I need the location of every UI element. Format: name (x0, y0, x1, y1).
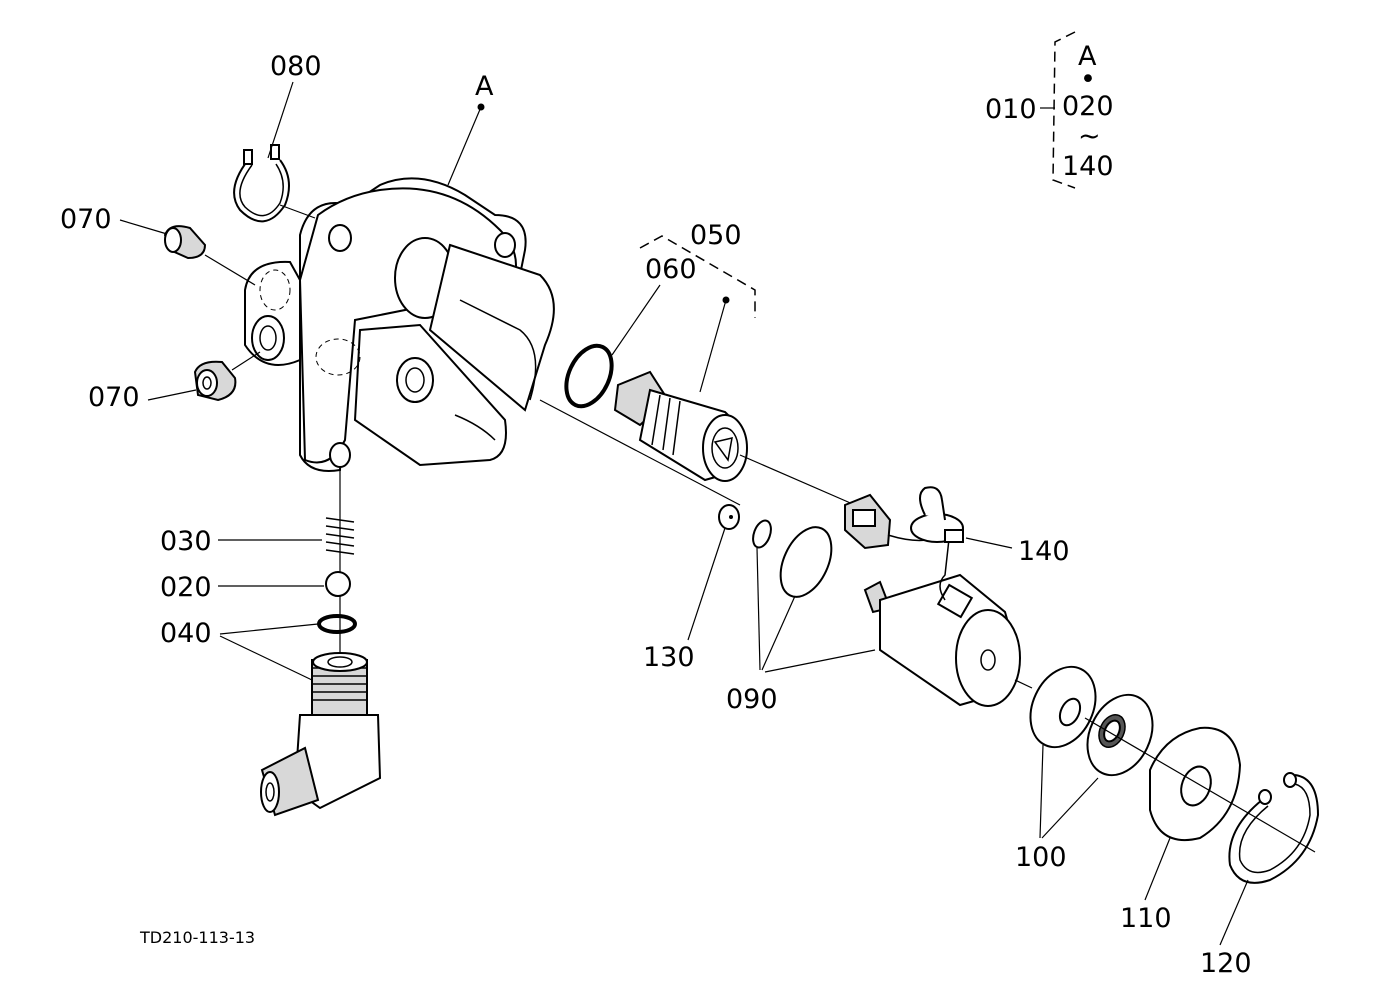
label-part-070-bottom: 070 (88, 382, 140, 413)
label-assembly-a: A (475, 71, 494, 102)
legend-from: 020 (1062, 91, 1114, 122)
part-130-disc (718, 504, 740, 530)
part-070-plug-top (163, 225, 207, 260)
part-080-snap-ring (233, 144, 290, 223)
part-090-o-ring-small (752, 519, 772, 549)
legend-to: 140 (1062, 151, 1114, 182)
elbow-fitting (260, 652, 382, 817)
drawing-code: TD210-113-13 (139, 928, 255, 947)
label-part-020: 020 (160, 572, 212, 603)
part-020-ball (325, 571, 351, 597)
label-part-060: 060 (645, 254, 697, 285)
label-part-100: 100 (1015, 842, 1067, 873)
label-part-050: 050 (690, 220, 742, 251)
part-070-plug-bottom (193, 360, 237, 402)
label-part-080: 080 (270, 51, 322, 82)
legend-tilde: ~ (1078, 121, 1101, 152)
legend-dot: • (1080, 64, 1096, 95)
part-140-connector (844, 486, 964, 601)
label-part-140: 140 (1018, 536, 1070, 567)
valve-housing (244, 177, 555, 472)
assembly-legend: 010 A • 020 ~ 140 (985, 31, 1114, 189)
label-part-090: 090 (726, 684, 778, 715)
legend-assembly: A (1078, 41, 1097, 72)
part-120-circlip (1228, 772, 1320, 884)
label-part-110: 110 (1120, 903, 1172, 934)
label-part-040: 040 (160, 618, 212, 649)
part-110-disc (1149, 726, 1242, 842)
part-090-o-ring-large (779, 526, 833, 598)
part-100-washer-a (1029, 665, 1097, 749)
label-part-070-top: 070 (60, 204, 112, 235)
solenoid-coil (863, 573, 1021, 707)
legend-part-010: 010 (985, 94, 1037, 125)
label-part-120: 120 (1200, 948, 1252, 979)
label-part-030: 030 (160, 526, 212, 557)
part-040-o-ring (317, 614, 357, 634)
part-030-spring (325, 517, 355, 555)
part-060-o-ring (564, 343, 614, 409)
part-050-cartridge (613, 370, 748, 482)
label-part-130: 130 (643, 642, 695, 673)
